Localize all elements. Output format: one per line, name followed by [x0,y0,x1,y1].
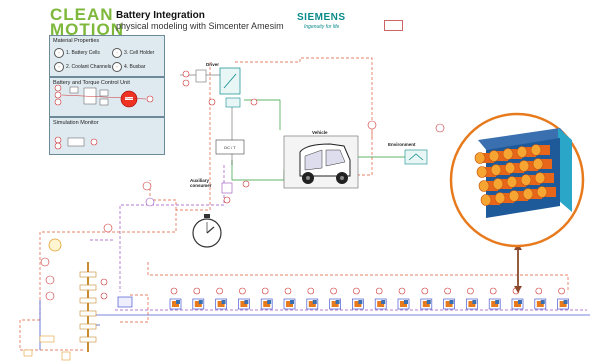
simulation-monitor-blocks[interactable] [55,137,97,149]
environment-block[interactable] [405,150,427,164]
bottom-left-blocks[interactable] [24,336,70,360]
cylinder-cell-icon [537,187,556,198]
driver-label: Driver [206,62,219,67]
battery-cell-block[interactable] [489,288,500,309]
zoom-link-arrow [514,243,522,293]
auxiliary-consumer-label: Auxiliary consumer [190,178,216,188]
battery-cell-block[interactable] [170,288,181,309]
battery-cell-block[interactable] [238,288,249,309]
svg-text:DC / T: DC / T [224,145,236,150]
driver-block[interactable] [183,68,257,107]
battery-cell-block[interactable] [307,288,318,309]
battery-cell-block[interactable] [216,288,227,309]
vehicle-label: Vehicle [312,130,328,135]
vehicle-block[interactable] [284,136,358,188]
cylinder-cell-icon [533,159,552,170]
vehicle-sensor-icon[interactable] [368,121,376,129]
cylinder-cell-icon [535,173,554,184]
cylinder-cell-icon [531,145,550,156]
battery-cell-block[interactable] [535,288,546,309]
battery-cell-block[interactable] [261,288,272,309]
auxiliary-consumer-block[interactable] [222,181,249,203]
battery-cell-row [170,288,569,309]
battery-module-zoom[interactable] [451,114,583,246]
converter-block[interactable]: DC / T [216,140,244,154]
battery-stack-column[interactable] [80,262,132,352]
battery-cell-block[interactable] [375,288,386,309]
battery-cell-block[interactable] [466,288,477,309]
battery-cell-block[interactable] [558,288,569,309]
battery-cell-block[interactable] [284,288,295,309]
environment-sensor-icon[interactable] [436,124,444,132]
environment-label: Environment [388,142,416,147]
control-unit-blocks[interactable] [55,85,153,107]
battery-cell-block[interactable] [330,288,341,309]
battery-cell-block[interactable] [352,288,363,309]
battery-cell-block[interactable] [444,288,455,309]
battery-cell-block[interactable] [398,288,409,309]
left-sensors[interactable] [41,182,154,300]
battery-cell-block[interactable] [421,288,432,309]
stopwatch-icon[interactable] [193,214,221,247]
battery-cell-block[interactable] [193,288,204,309]
